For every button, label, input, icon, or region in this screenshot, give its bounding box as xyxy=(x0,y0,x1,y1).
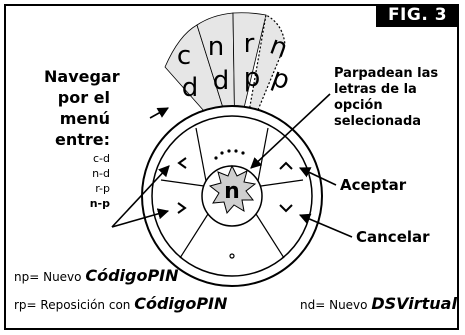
cancel-label: Cancelar xyxy=(356,228,430,246)
accept-button[interactable] xyxy=(279,161,293,170)
legend-rp-emph: CódigoPIN xyxy=(134,294,228,313)
navigate-option-1: c-d xyxy=(93,152,110,165)
blink-note: Parpadean las letras de la opción seleci… xyxy=(334,66,454,130)
legend-item-nd: nd= Nuevo DSVirtual xyxy=(300,294,457,313)
legend-nd-prefix: nd= Nuevo xyxy=(300,298,372,312)
accept-label: Aceptar xyxy=(340,176,407,194)
fan-letter-top-1: c xyxy=(177,41,191,71)
blink-arrow xyxy=(250,93,331,169)
blink-starburst xyxy=(208,164,257,215)
fan-letter-bottom-3: p xyxy=(244,63,261,93)
legend-nd-emph: DSVirtual xyxy=(371,294,457,313)
legend-np-prefix: np= Nuevo xyxy=(14,270,86,284)
blink-note-line-1: Parpadean las xyxy=(334,66,439,81)
navigate-title-line-4: entre: xyxy=(54,130,110,149)
chevron-right-icon xyxy=(177,202,187,214)
legend-rp-prefix: rp= Reposición con xyxy=(14,298,135,312)
fan-letter-bottom-2: d xyxy=(213,66,230,96)
navigate-option-2: n-d xyxy=(92,167,110,180)
chevron-up-icon xyxy=(279,161,293,170)
navigate-arrow-right xyxy=(111,208,170,228)
nav-left-button[interactable] xyxy=(177,157,187,169)
navigate-option-selected: n-p xyxy=(89,197,110,210)
blink-note-line-3: opción xyxy=(334,98,383,113)
center-glyph: n xyxy=(224,179,240,204)
fan-letter-top-3: r xyxy=(244,29,255,59)
nav-right-button[interactable] xyxy=(177,202,187,214)
navigate-arrow-left xyxy=(111,165,170,228)
fan-letter-bottom-1: d xyxy=(182,73,199,103)
legend-item-np: np= Nuevo CódigoPIN xyxy=(14,266,179,285)
legend-np-emph: CódigoPIN xyxy=(85,266,179,285)
fan-letter-top-2: n xyxy=(208,32,224,62)
navigate-title-line-1: Navegar xyxy=(44,67,120,86)
navigate-title-line-2: por el xyxy=(57,88,110,107)
navigate-title: Navegar por el menú entre: xyxy=(44,66,120,150)
chevron-left-icon xyxy=(177,157,187,169)
chevron-down-icon xyxy=(279,204,293,213)
navigate-title-line-3: menú xyxy=(59,109,110,128)
blink-note-line-4: selecionada xyxy=(334,114,422,129)
figure-label: FIG. 3 xyxy=(376,4,459,27)
cancel-arrow xyxy=(298,213,353,238)
cancel-button[interactable] xyxy=(279,204,293,213)
legend-item-rp: rp= Reposición con CódigoPIN xyxy=(14,294,227,313)
blink-note-line-2: letras de la xyxy=(334,82,417,97)
navigate-arrow-up xyxy=(149,107,169,119)
navigate-option-3: r-p xyxy=(95,182,110,195)
accept-arrow xyxy=(298,167,337,186)
